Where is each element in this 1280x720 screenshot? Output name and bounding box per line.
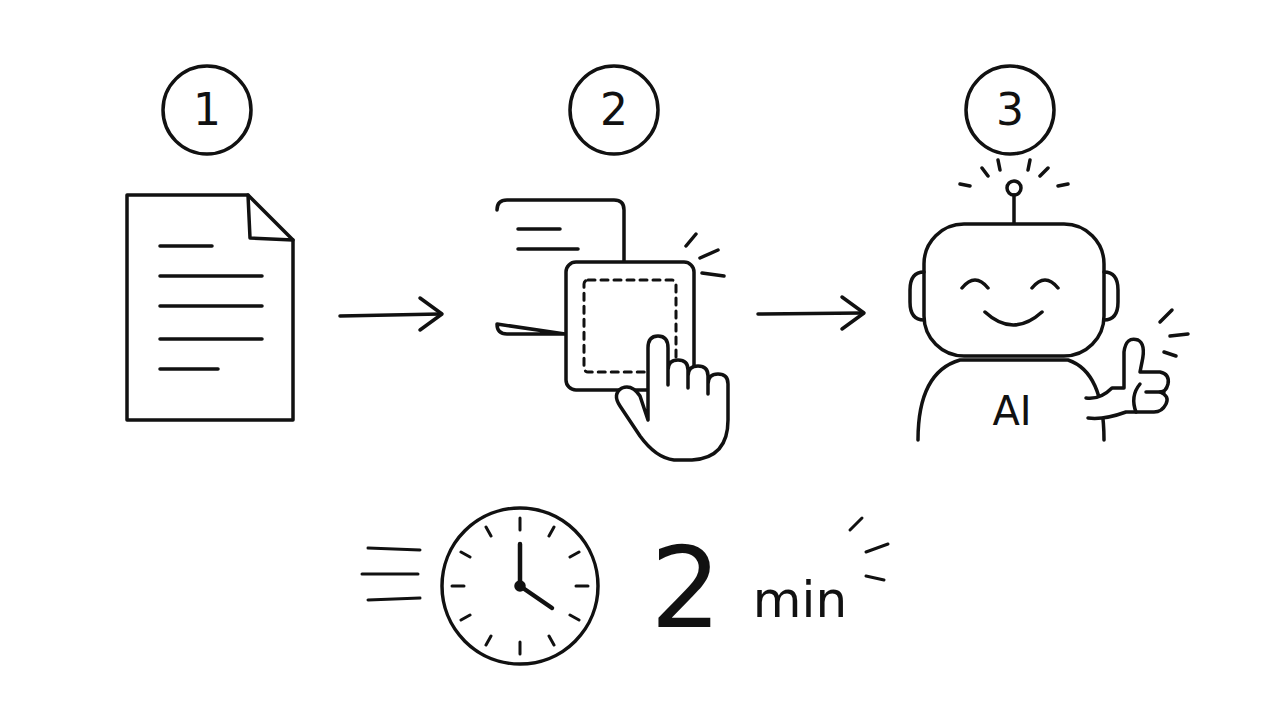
step-number-circle: 3 [963,63,1057,157]
flow-arrow [340,298,442,330]
step-number: 3 [996,88,1024,132]
step-number-circle: 2 [567,63,661,157]
clock-icon [362,508,598,664]
document-icon [127,195,293,420]
step-number-circle: 1 [160,63,254,157]
step-number: 2 [600,88,628,132]
duration-unit: min [753,575,847,625]
flow-arrow [758,297,864,329]
robot-label: AI [992,391,1031,431]
duration-number: 2 [650,532,721,644]
paste-icon [497,200,728,460]
sparkle-lines [850,518,888,580]
robot-icon [910,160,1188,440]
step-number: 1 [193,88,221,132]
